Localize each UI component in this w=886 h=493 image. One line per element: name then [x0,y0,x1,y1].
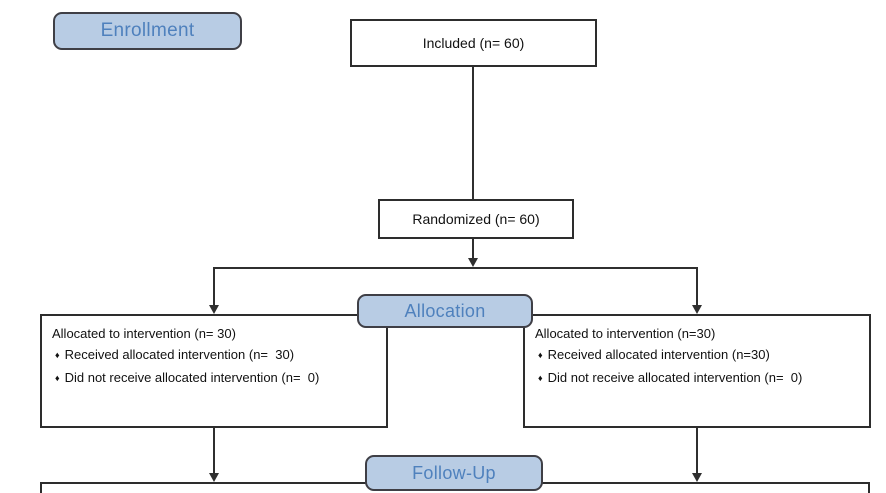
diamond-bullet-icon: ♦ [55,373,60,383]
allocation-left-box: Allocated to intervention (n= 30) ♦ Recei… [40,314,388,428]
allocation-left-bullet-2-text: Did not receive allocated intervention (… [64,370,320,385]
randomized-label: Randomized (n= 60) [412,211,540,227]
allocation-right-bullet-1: ♦ Received allocated intervention (n=30) [535,344,863,367]
allocation-right-bullet-2: ♦ Did not receive allocated intervention … [535,367,863,390]
arrowhead-down-icon [468,258,478,267]
diamond-bullet-icon: ♦ [55,350,60,360]
allocation-right-title: Allocated to intervention (n=30) [535,326,716,341]
connector-branch-right [696,267,698,307]
connector-left-followup [213,427,215,475]
included-box: Included (n= 60) [350,19,597,67]
allocation-left-bullet-1: ♦ Received allocated intervention (n= 30) [52,344,380,367]
arrowhead-down-icon [692,473,702,482]
arrowhead-down-icon [692,305,702,314]
arrowhead-down-icon [209,473,219,482]
diamond-bullet-icon: ♦ [538,373,543,383]
allocation-left-bullet-1-text: Received allocated intervention (n= 30) [64,347,295,362]
connector-included-randomized [472,66,474,200]
randomized-box: Randomized (n= 60) [378,199,574,239]
allocation-stage-label: Allocation [404,300,486,321]
followup-stage-label: Follow-Up [412,462,496,483]
enrollment-stage-label: Enrollment [100,20,195,41]
allocation-left-title: Allocated to intervention (n= 30) [52,326,236,341]
allocation-stage-badge: Allocation [357,294,533,328]
allocation-right-box: Allocated to intervention (n=30) ♦ Receiv… [523,314,871,428]
connector-right-followup [696,427,698,475]
allocation-left-bullet-2: ♦ Did not receive allocated intervention … [52,367,380,390]
included-label: Included (n= 60) [422,35,525,51]
diamond-bullet-icon: ♦ [538,350,543,360]
connector-randomized-branch [472,238,474,260]
enrollment-stage-badge: Enrollment [53,12,242,50]
branch-line [213,267,698,269]
followup-stage-badge: Follow-Up [365,455,543,491]
arrowhead-down-icon [209,305,219,314]
allocation-right-bullet-2-text: Did not receive allocated intervention (… [547,370,803,385]
connector-branch-left [213,267,215,307]
allocation-right-bullet-1-text: Received allocated intervention (n=30) [547,347,770,362]
